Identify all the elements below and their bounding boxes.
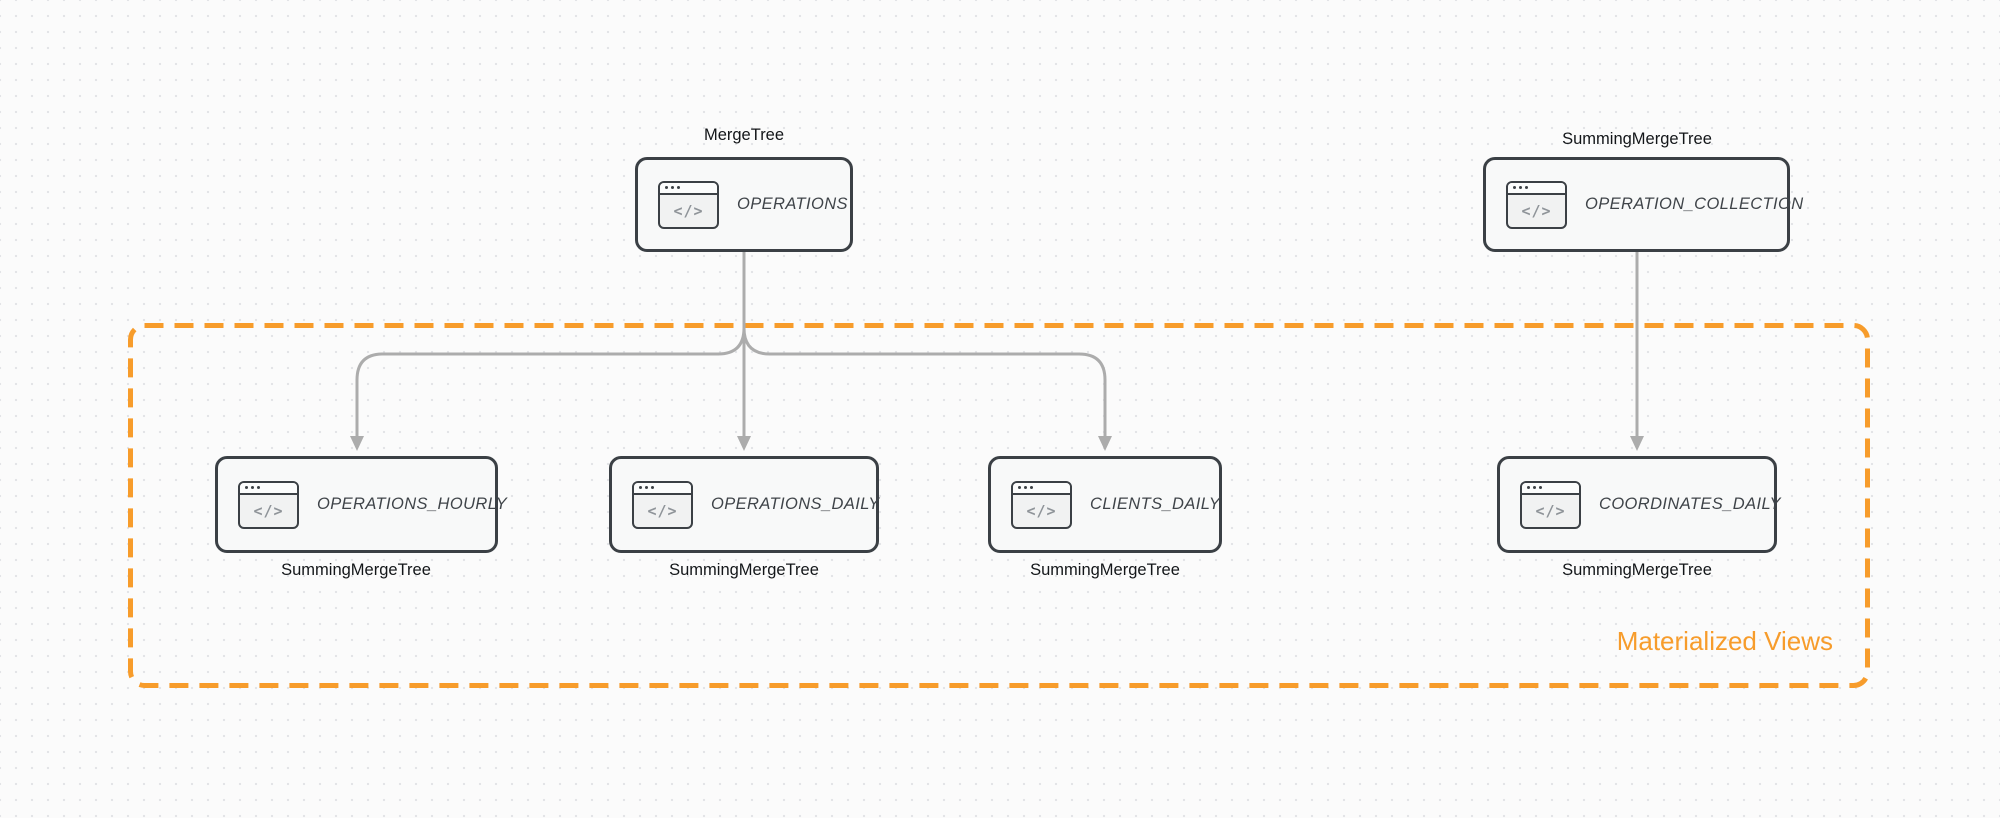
node-title: COORDINATES_DAILY xyxy=(1599,495,1781,513)
code-glyph: </> xyxy=(1026,501,1057,520)
node-title: OPERATION_COLLECTION xyxy=(1585,195,1804,213)
window-dots-icon xyxy=(240,482,297,495)
node-operations-hourly[interactable]: </> OPERATIONS_HOURLY xyxy=(215,456,507,553)
code-glyph: </> xyxy=(673,201,704,220)
engine-label-mergetree: MergeTree xyxy=(703,126,785,144)
node-operations[interactable]: </> OPERATIONS xyxy=(635,157,853,252)
node-title: CLIENTS_DAILY xyxy=(1090,495,1221,513)
engine-label-summingmergetree: SummingMergeTree xyxy=(669,561,819,579)
node-operation-collection[interactable]: </> OPERATION_COLLECTION xyxy=(1483,157,1803,252)
arrowhead-icon xyxy=(350,436,364,451)
window-dots-icon xyxy=(1508,182,1565,195)
window-dots-icon xyxy=(660,182,717,195)
code-window-icon: </> xyxy=(1506,180,1567,229)
arrowhead-icon xyxy=(1630,436,1644,451)
code-window-icon: </> xyxy=(238,480,299,529)
engine-label-summingmergetree: SummingMergeTree xyxy=(281,561,431,579)
code-window-icon: </> xyxy=(1520,480,1581,529)
edge-operations-to-operations-hourly xyxy=(355,252,746,436)
group-label: Materialized Views xyxy=(1616,626,1833,656)
arrowhead-icon xyxy=(737,436,751,451)
materialized-views-boundary xyxy=(128,323,1870,688)
node-title: OPERATIONS xyxy=(737,195,848,213)
code-window-icon: </> xyxy=(632,480,693,529)
code-glyph: </> xyxy=(1521,201,1552,220)
code-glyph: </> xyxy=(1535,501,1566,520)
node-title: OPERATIONS_DAILY xyxy=(711,495,880,513)
node-coordinates-daily[interactable]: </> COORDINATES_DAILY xyxy=(1497,456,1781,553)
code-glyph: </> xyxy=(253,501,284,520)
arrowhead-icon xyxy=(1098,436,1112,451)
code-window-icon: </> xyxy=(658,180,719,229)
node-title: OPERATIONS_HOURLY xyxy=(317,495,508,513)
edge-operations-to-clients-daily xyxy=(742,327,1107,436)
engine-label-summingmergetree: SummingMergeTree xyxy=(1562,130,1712,148)
window-dots-icon xyxy=(634,482,691,495)
engine-label-summingmergetree: SummingMergeTree xyxy=(1030,561,1180,579)
engine-label-summingmergetree: SummingMergeTree xyxy=(1562,561,1712,579)
window-dots-icon xyxy=(1013,482,1070,495)
node-operations-daily[interactable]: </> OPERATIONS_DAILY xyxy=(609,456,879,553)
code-window-icon: </> xyxy=(1011,480,1072,529)
code-glyph: </> xyxy=(647,501,678,520)
window-dots-icon xyxy=(1522,482,1579,495)
node-clients-daily[interactable]: </> CLIENTS_DAILY xyxy=(988,456,1222,553)
